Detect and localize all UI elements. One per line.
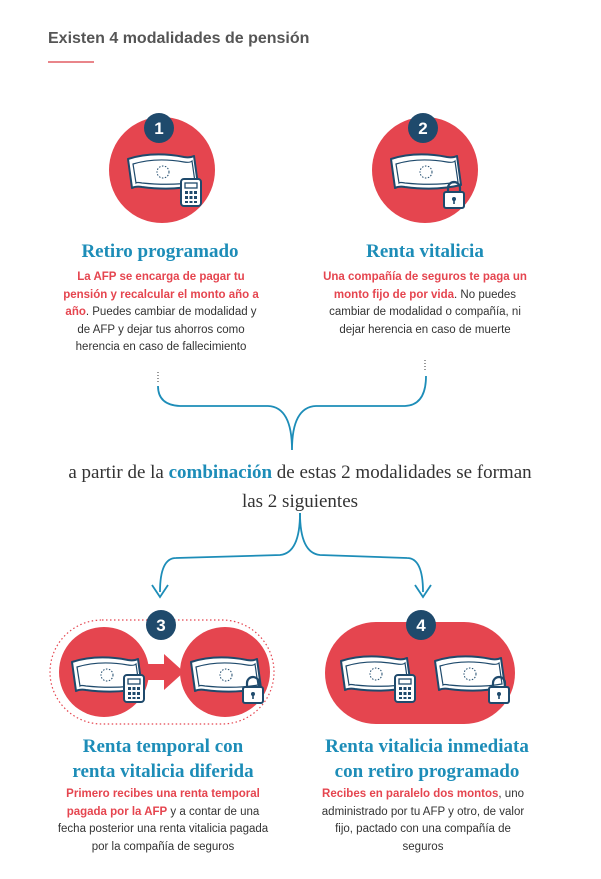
combo-post: de estas 2 modalidades se forman las 2 s…: [241, 462, 532, 512]
split-line-left: [159, 512, 301, 593]
badge-4: [406, 610, 436, 640]
merge-brace: [157, 375, 427, 451]
title-underline: [48, 61, 94, 63]
badge-2-number: 2: [418, 119, 427, 138]
card3-title-line2: renta vitalicia diferida: [72, 761, 254, 782]
combination-text: a partir de la combinación de estas 2 mo…: [60, 458, 540, 516]
card3-title-line1: Renta temporal con: [82, 736, 244, 757]
split-line-right: [299, 512, 424, 593]
card4-desc-rest: , uno administrado por tu AFP y otro, de…: [321, 788, 525, 853]
combo-pre: a partir de la: [68, 462, 169, 483]
badge-4-number: 4: [416, 616, 426, 635]
card4-title-line1: Renta vitalicia inmediata: [325, 736, 529, 757]
page-title: Existen 4 modalidades de pensión: [48, 30, 310, 47]
card3-title: Renta temporal con renta vitalicia diferi…: [30, 734, 296, 784]
card1-title: Retiro programado: [81, 241, 239, 262]
arrow-right-icon: [140, 654, 184, 690]
card2-desc-rest: . No puedes cambiar de modalidad o compa…: [329, 288, 521, 336]
badge-1: [144, 113, 174, 143]
badge-3: [146, 610, 176, 640]
card4-calculator-icon: [394, 674, 416, 703]
combo-highlight: combinación: [168, 462, 273, 483]
badge-2: [408, 113, 438, 143]
card3-calculator-icon: [123, 674, 145, 703]
card3-desc-rest: y a contar de una fecha posterior una re…: [57, 805, 269, 853]
arrowhead-left-icon: [151, 584, 169, 599]
card3-description: Primero recibes una renta temporal pagad…: [52, 786, 274, 856]
card1-description: La AFP se encarga de pagar tu pensión y …: [63, 269, 259, 357]
card1-desc-rest: . Puedes cambiar de modalidad y de AFP y…: [75, 306, 257, 353]
card1-desc-highlight: La AFP se encarga de pagar tu pensión y …: [63, 271, 259, 318]
card3-desc-highlight: Primero recibes una renta temporal pagad…: [66, 788, 260, 818]
badge-1-number: 1: [154, 119, 163, 138]
arrowhead-right-icon: [414, 584, 432, 599]
card4-title: Renta vitalicia inmediata con retiro prog…: [296, 734, 558, 784]
card4-pill: [325, 622, 515, 724]
card2-desc-highlight: Una compañía de seguros te paga un monto…: [323, 271, 527, 301]
card4-description: Recibes en paralelo dos montos, uno admi…: [320, 786, 526, 856]
badge-3-number: 3: [156, 616, 165, 635]
card4-title-line2: con retiro programado: [334, 761, 520, 782]
card2-description: Una compañía de seguros te paga un monto…: [322, 269, 528, 339]
card2-title: Renta vitalicia: [366, 241, 484, 262]
card4-banknote-icon-right: [434, 655, 506, 692]
card1-calculator-icon: [180, 178, 202, 207]
card4-desc-highlight: Recibes en paralelo dos montos: [322, 788, 499, 800]
